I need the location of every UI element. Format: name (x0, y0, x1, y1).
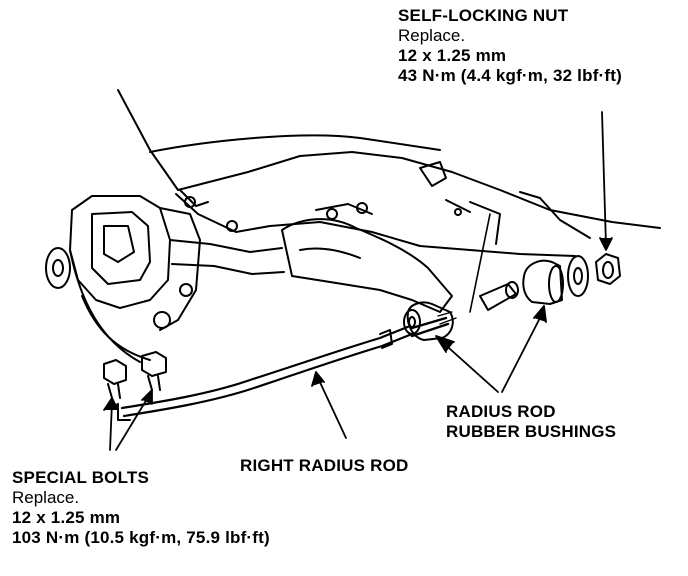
collar-graphic (479, 281, 519, 311)
knuckle-and-caliper (45, 189, 285, 363)
special-bolts-torque: 103 N·m (10.5 kgf·m, 75.9 lbf·ft) (12, 528, 270, 548)
rubber-bushings-callout: RADIUS ROD RUBBER BUSHINGS (446, 402, 616, 442)
special-bolts-note: Replace. (12, 488, 80, 508)
bushing-arrowhead-rear (533, 305, 547, 323)
bolt-leader-right (115, 393, 151, 451)
self-locking-nut-size: 12 x 1.25 mm (398, 46, 507, 66)
bushing-leader-rear (501, 313, 543, 393)
leader-lines (103, 111, 613, 451)
front-bushing-graphic (403, 301, 454, 341)
rear-bushing-graphic (522, 259, 564, 305)
rod-leader (317, 377, 347, 439)
self-locking-nut-callout: SELF-LOCKING NUT Replace. 12 x 1.25 mm 4… (398, 6, 622, 86)
nut-arrowhead (599, 237, 613, 251)
special-bolts-graphic (103, 351, 167, 399)
rubber-bushings-label-line1: RADIUS ROD (446, 402, 556, 421)
right-radius-rod-callout: RIGHT RADIUS ROD (240, 456, 408, 476)
self-locking-nut-graphic (595, 253, 621, 285)
rod-arrowhead (311, 371, 325, 387)
bushing-arrowhead-front (435, 335, 455, 353)
rubber-bushings-label-line2: RUBBER BUSHINGS (446, 422, 617, 442)
special-bolts-title: SPECIAL BOLTS (12, 468, 150, 487)
bushing-leader-front (439, 339, 499, 393)
special-bolts-callout: SPECIAL BOLTS Replace. 12 x 1.25 mm 103 … (12, 468, 270, 548)
nut-leader (601, 111, 607, 247)
self-locking-nut-torque: 43 N·m (4.4 kgf·m, 32 lbf·ft) (398, 66, 622, 86)
right-radius-rod-label: RIGHT RADIUS ROD (240, 456, 409, 475)
washer-graphic (567, 255, 589, 297)
self-locking-nut-title: SELF-LOCKING NUT (398, 6, 569, 25)
self-locking-nut-note: Replace. (398, 26, 466, 46)
special-bolts-size: 12 x 1.25 mm (12, 508, 121, 528)
frame-outline (117, 89, 661, 313)
bolt-arrowhead-right (141, 389, 153, 405)
bolt-arrowhead-left (103, 397, 119, 411)
subframe (281, 161, 471, 313)
